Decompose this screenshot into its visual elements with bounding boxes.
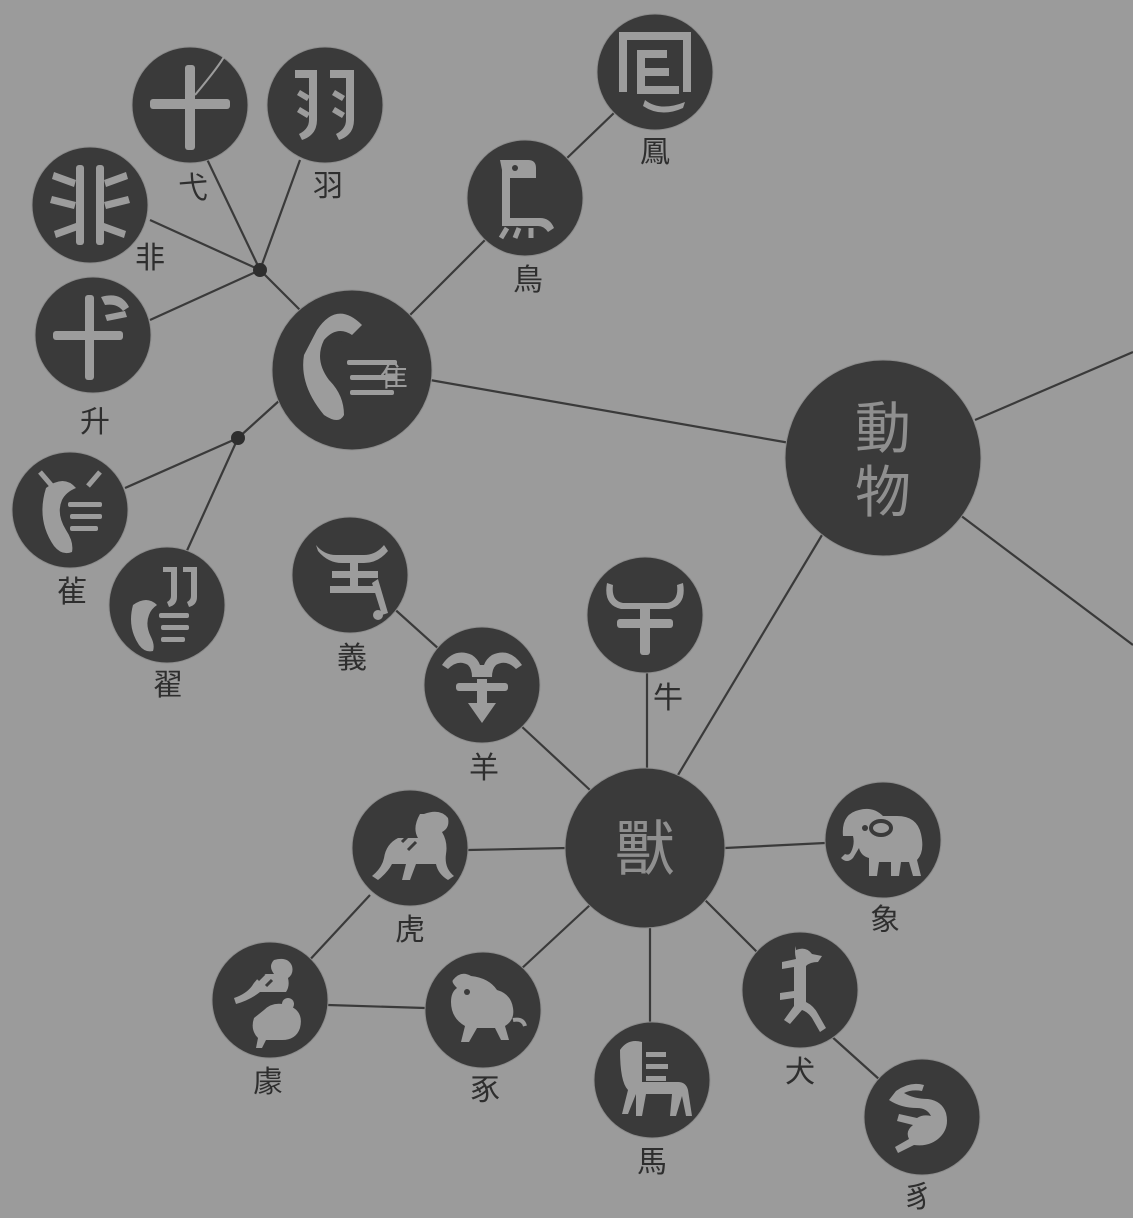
node-fei-label: 非 bbox=[135, 241, 165, 276]
node-yang-label: 羊 bbox=[469, 751, 499, 786]
hub-zhui-label: 隹 bbox=[380, 360, 408, 393]
node-quan: 犬 bbox=[742, 932, 858, 1090]
node-feng: 鳳 bbox=[597, 14, 713, 170]
node-ju-label: 豦 bbox=[253, 1065, 283, 1100]
node-ma: 馬 bbox=[594, 1022, 710, 1180]
node-feng-label: 鳳 bbox=[640, 135, 670, 170]
edge-quan-beast bbox=[705, 900, 760, 955]
node-shi: 豖 bbox=[425, 952, 541, 1108]
node-niao: 鳥 bbox=[467, 140, 583, 298]
edge-junction-zhai bbox=[185, 438, 238, 555]
node-niao-label: 鳥 bbox=[513, 263, 543, 298]
edge-xiang-beast bbox=[725, 843, 825, 848]
edge-zhui-junction-upper bbox=[260, 270, 300, 310]
edge-hu-ju bbox=[305, 895, 370, 965]
node-yi-righteous: 義 bbox=[292, 517, 408, 676]
edge-zhui-junction-lower bbox=[238, 400, 280, 438]
edge-animal-offscreen-upper bbox=[975, 352, 1133, 420]
node-sheng: 升 bbox=[35, 277, 151, 440]
node-shi-label: 豖 bbox=[470, 1073, 500, 1108]
node-yu: 羽 bbox=[267, 47, 383, 204]
edge-yi-yang bbox=[390, 605, 440, 650]
node-niu: 牛 bbox=[587, 557, 703, 716]
hub-animal-label-line1: 動 bbox=[855, 397, 911, 462]
hub-beast: 獸 bbox=[565, 768, 725, 928]
junction-upper bbox=[253, 263, 267, 277]
node-xiang-label: 象 bbox=[870, 903, 900, 938]
node-zhi-label: 豸 bbox=[903, 1180, 933, 1215]
node-fei: 非 bbox=[32, 147, 165, 276]
hub-beast-label: 獸 bbox=[615, 815, 675, 885]
node-hu-label: 虎 bbox=[395, 913, 425, 948]
node-niu-label: 牛 bbox=[653, 681, 683, 716]
node-yi-righteous-label: 義 bbox=[337, 641, 367, 676]
edge-junction-sheng bbox=[150, 270, 260, 320]
node-sheng-label: 升 bbox=[80, 405, 110, 440]
edge-animal-beast bbox=[675, 530, 825, 780]
node-zhi: 豸 bbox=[864, 1059, 980, 1215]
edge-junction-huan bbox=[125, 438, 238, 488]
edge-zhui-niao bbox=[410, 240, 485, 315]
edge-niao-feng bbox=[565, 112, 615, 160]
edge-hu-beast bbox=[468, 848, 568, 850]
hub-animal-label-line2: 物 bbox=[855, 461, 911, 526]
edge-quan-zhi bbox=[830, 1035, 880, 1080]
edge-yang-beast bbox=[520, 725, 590, 790]
node-zhai-label: 翟 bbox=[153, 668, 183, 703]
edge-shi-beast bbox=[520, 905, 590, 970]
node-quan-label: 犬 bbox=[785, 1055, 815, 1090]
junction-lower bbox=[231, 431, 245, 445]
node-yi-arrow-label: 弋 bbox=[178, 171, 208, 206]
node-huan: 雈 bbox=[12, 452, 128, 610]
edge-ju-shi bbox=[328, 1005, 425, 1008]
node-yang: 羊 bbox=[424, 627, 540, 786]
edge-junction-yu bbox=[260, 160, 300, 270]
node-yu-label: 羽 bbox=[313, 169, 343, 204]
node-ju: 豦 bbox=[212, 942, 328, 1100]
edge-animal-offscreen-lower bbox=[960, 515, 1133, 645]
node-ma-label: 馬 bbox=[637, 1145, 667, 1180]
node-huan-label: 雈 bbox=[57, 575, 87, 610]
edge-animal-zhui bbox=[430, 380, 790, 443]
node-zhai: 翟 bbox=[109, 547, 225, 703]
node-xiang: 象 bbox=[825, 782, 941, 938]
node-hu: 虎 bbox=[352, 790, 468, 948]
edge-junction-fei bbox=[150, 220, 260, 270]
node-yi-arrow: 弋 bbox=[132, 47, 248, 206]
edge-junction-yi-arrow bbox=[205, 155, 260, 270]
hub-animal: 動 物 bbox=[785, 360, 981, 556]
hub-zhui: 隹 bbox=[272, 290, 432, 450]
